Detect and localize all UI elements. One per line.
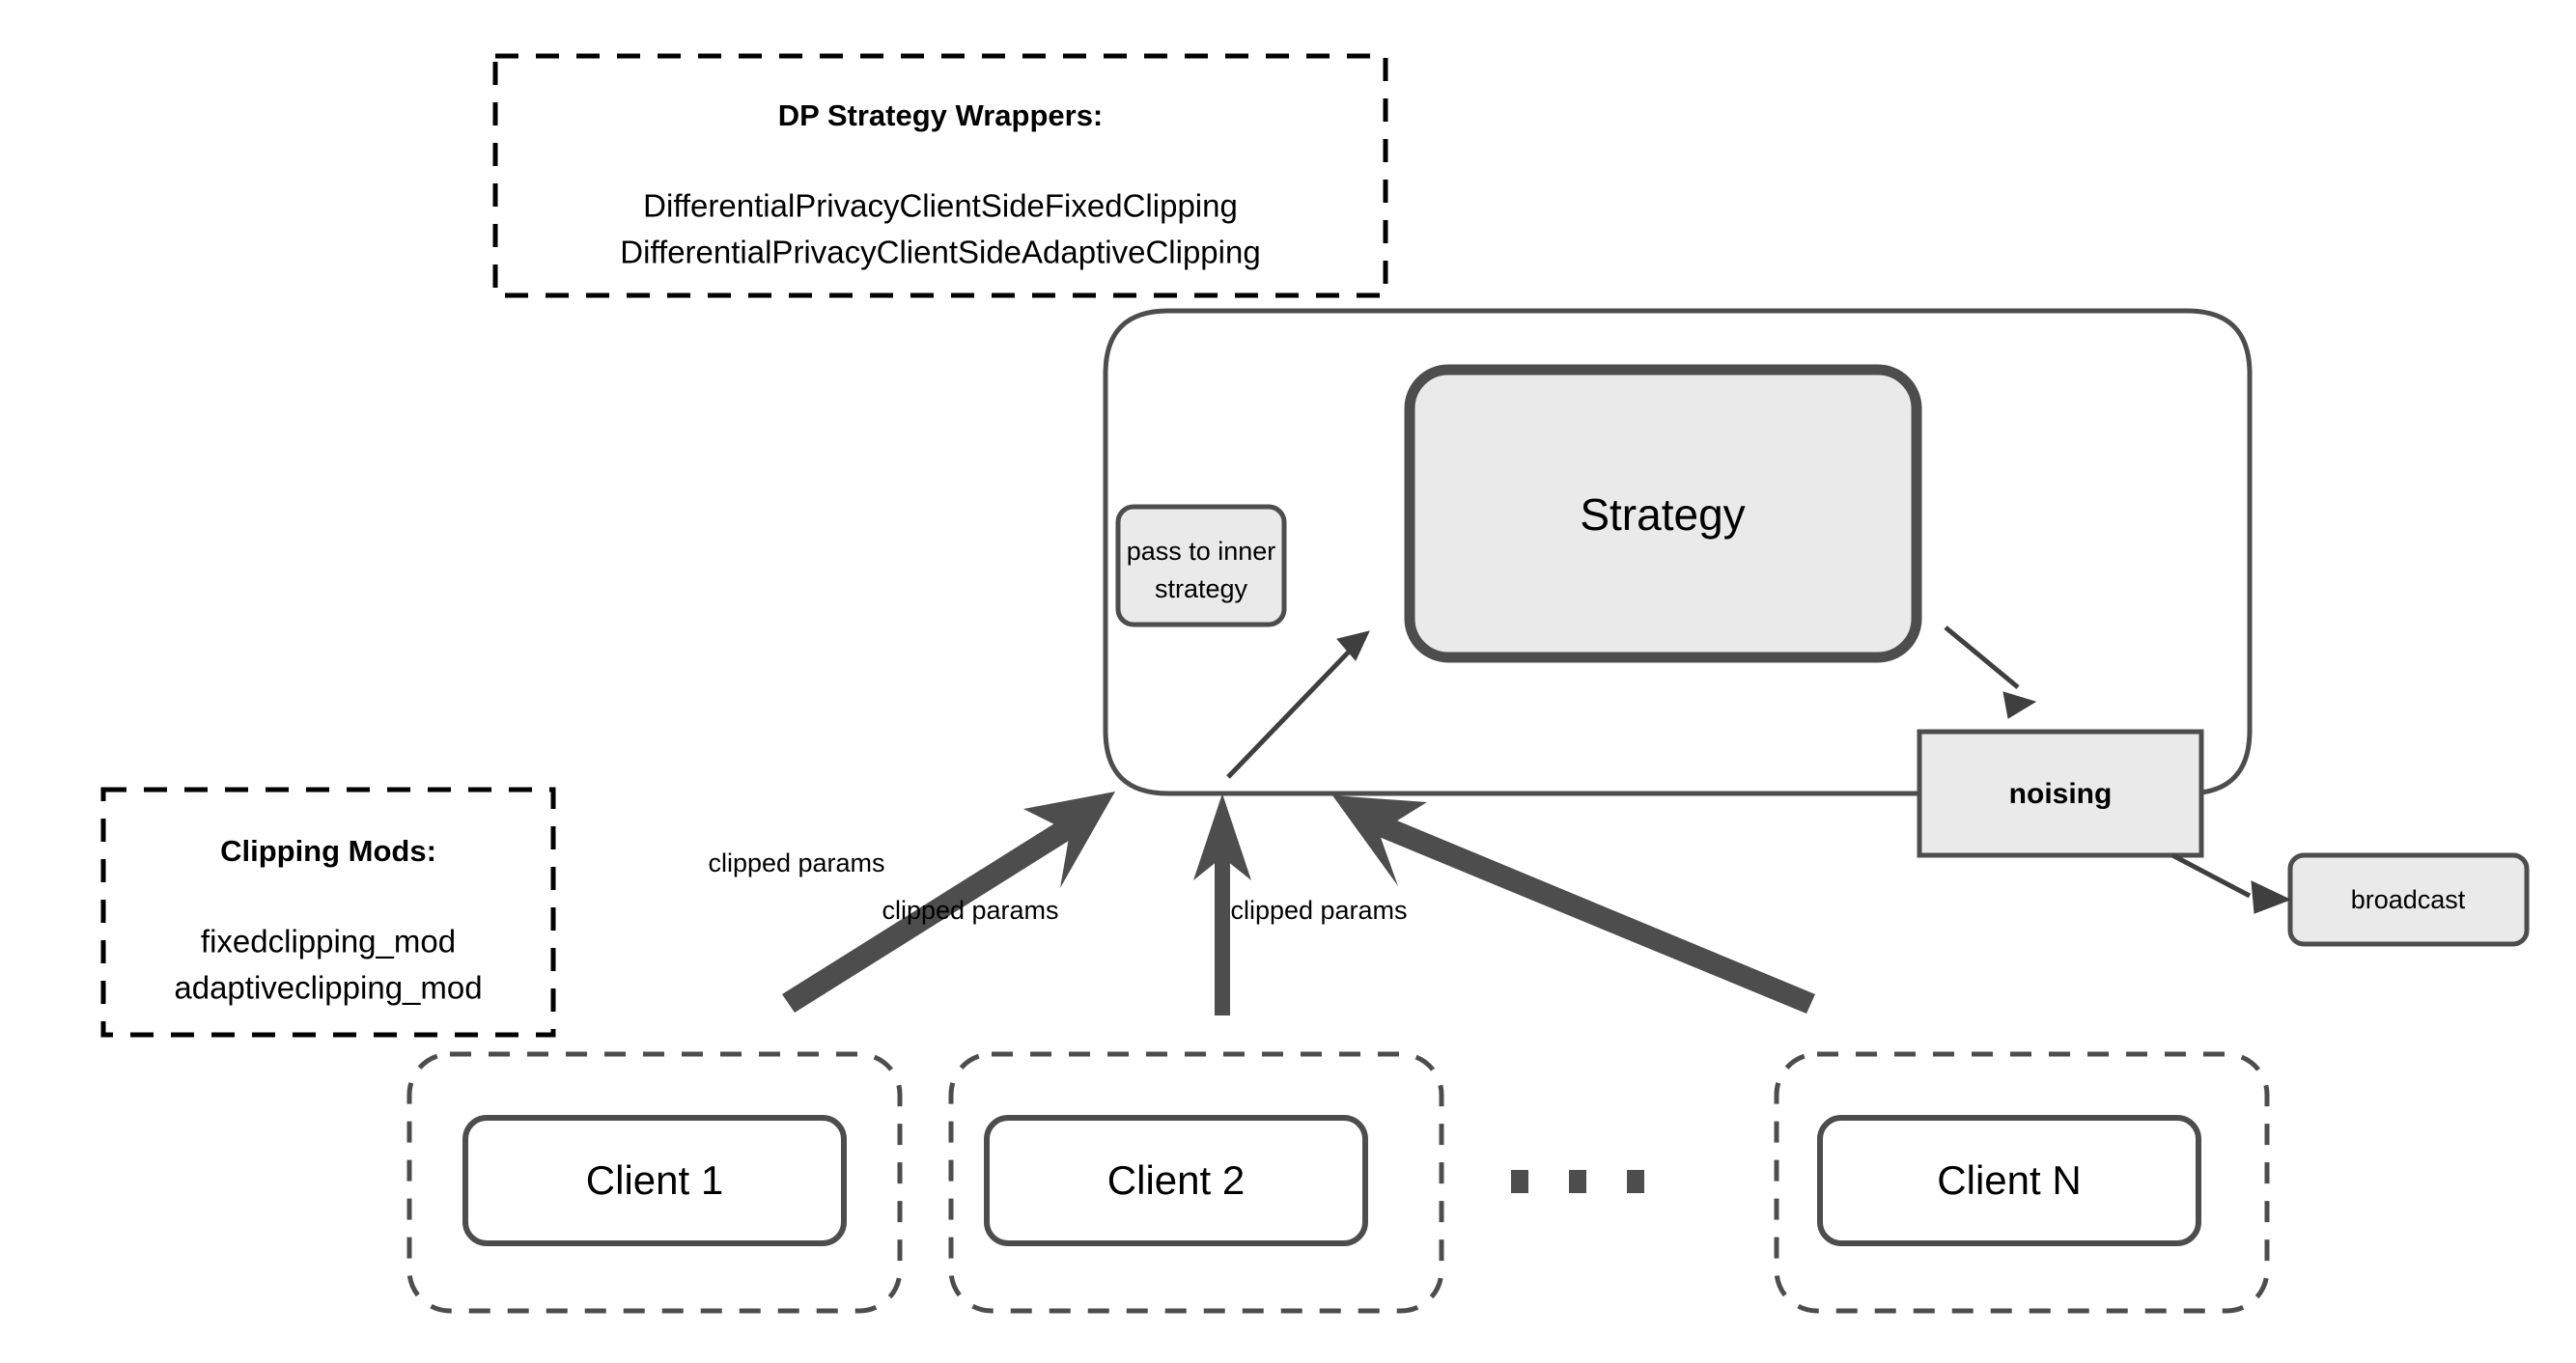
edge-client-n-to-server bbox=[1332, 795, 1815, 1014]
edge-client-n-shaft bbox=[1372, 814, 1815, 1014]
dp-strategy-wrappers-border bbox=[492, 53, 1388, 298]
client-group-2[interactable]: Client 2 bbox=[948, 1051, 1444, 1314]
client-1-box[interactable] bbox=[462, 1115, 847, 1246]
strategy-box[interactable] bbox=[1404, 364, 1922, 663]
dp-strategy-wrappers-heading: DP Strategy Wrappers: bbox=[778, 98, 1104, 132]
noising-to-broadcast-arrow-head bbox=[2251, 880, 2292, 914]
clipping-mods-item-0: fixedclipping_mod bbox=[201, 924, 456, 960]
client-n-label: Client N bbox=[1937, 1157, 2081, 1203]
dp-strategy-wrappers-annotation: DP Strategy Wrappers: DifferentialPrivac… bbox=[492, 53, 1388, 298]
strategy-to-noising-arrow-head bbox=[2002, 691, 2037, 719]
strategy-label: Strategy bbox=[1580, 489, 1745, 540]
ellipsis-dots bbox=[1511, 1170, 1644, 1193]
client-2-label: Client 2 bbox=[1107, 1157, 1245, 1203]
noising-to-broadcast-arrow-line bbox=[2170, 852, 2252, 899]
ellipsis-dot-2 bbox=[1569, 1170, 1586, 1193]
broadcast-label: broadcast bbox=[2351, 885, 2466, 914]
noising-box[interactable] bbox=[1917, 729, 2204, 858]
dp-strategy-wrappers-item-0: DifferentialPrivacyClientSideFixedClippi… bbox=[643, 188, 1238, 224]
edge-client-1-shaft bbox=[782, 816, 1079, 1013]
pass-to-inner-arrow-head bbox=[1336, 630, 1370, 661]
edge-client-2-to-server bbox=[1193, 793, 1251, 1015]
ellipsis-dot-3 bbox=[1627, 1170, 1644, 1193]
strategy-to-noising-arrow-line bbox=[1944, 626, 2020, 689]
clipping-mods-annotation: Clipping Mods: fixedclipping_mod adaptiv… bbox=[100, 787, 556, 1038]
clipping-mods-border bbox=[100, 787, 556, 1038]
edge-label-clipped-params-3: clipped params bbox=[1230, 896, 1407, 925]
edge-client-2-head bbox=[1193, 793, 1251, 880]
edge-label-clipped-params-1: clipped params bbox=[708, 848, 884, 877]
edge-client-n-head bbox=[1332, 795, 1427, 886]
client-group-n[interactable]: Client N bbox=[1774, 1051, 2270, 1314]
clipping-mods-heading: Clipping Mods: bbox=[220, 834, 436, 868]
edge-client-1-head bbox=[1023, 792, 1115, 888]
ellipsis-dot-1 bbox=[1511, 1170, 1528, 1193]
edge-client-2-shaft bbox=[1215, 847, 1230, 1015]
client-group-1[interactable]: Client 1 bbox=[406, 1051, 903, 1314]
pass-to-inner-arrow-line bbox=[1226, 647, 1354, 779]
pass-to-inner-strategy-label-line2: strategy bbox=[1155, 574, 1248, 603]
edge-label-clipped-params-2: clipped params bbox=[882, 896, 1058, 925]
client-2-box[interactable] bbox=[984, 1115, 1368, 1246]
pass-to-inner-strategy-box[interactable] bbox=[1115, 504, 1287, 627]
clipping-mods-item-1: adaptiveclipping_mod bbox=[174, 970, 482, 1006]
noising-label: noising bbox=[2009, 778, 2113, 810]
client-n-box[interactable] bbox=[1817, 1115, 2201, 1246]
pass-to-inner-strategy-label-line1: pass to inner bbox=[1127, 537, 1276, 566]
dp-strategy-wrappers-item-1: DifferentialPrivacyClientSideAdaptiveCli… bbox=[620, 235, 1260, 270]
edge-client-1-to-server bbox=[782, 792, 1115, 1013]
client-1-label: Client 1 bbox=[586, 1157, 723, 1203]
